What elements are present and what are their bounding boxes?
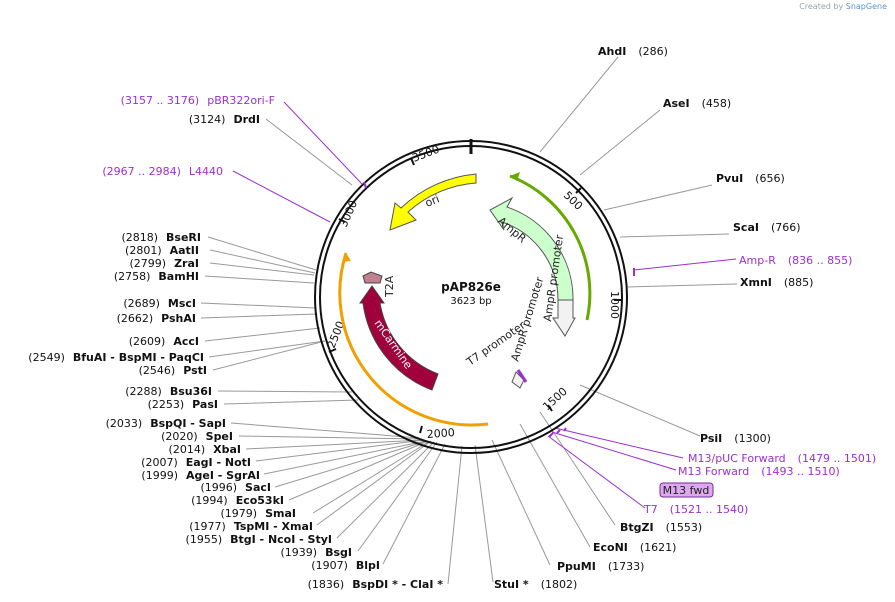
site-bsu36i[interactable]: (2288)Bsu36I	[125, 385, 212, 398]
tick-3500	[410, 157, 415, 166]
site-saci[interactable]: (1996)SacI	[200, 481, 271, 494]
ori-feature[interactable]	[389, 173, 477, 231]
right-site-labels: AhdI(286) AseI(458) PvuI(656) ScaI(766) …	[494, 45, 813, 591]
t2a-feature[interactable]	[362, 271, 383, 284]
tick-500	[575, 187, 582, 194]
t2a-label: T2A	[383, 275, 396, 298]
site-bspdi-clai[interactable]: (1836)BspDI * - ClaI *	[308, 578, 444, 591]
plasmid-name: pAP826e	[441, 280, 501, 294]
site-btgi-ncoi-styi[interactable]: (1955)BtgI - NcoI - StyI	[186, 533, 332, 546]
primer-leaders	[232, 101, 737, 509]
insert-orange-head	[342, 253, 351, 262]
primer-m13-puc-forward[interactable]: M13/pUC Forward(1479 .. 1501)	[688, 452, 876, 465]
plasmid-length: 3623 bp	[450, 296, 491, 307]
site-btgzi[interactable]: BtgZI(1553)	[620, 521, 702, 534]
site-eco53ki[interactable]: (1994)Eco53kI	[191, 494, 284, 507]
site-eagi-noti[interactable]: (2007)EagI - NotI	[141, 456, 251, 469]
site-stui[interactable]: StuI *(1802)	[494, 578, 577, 591]
primer-amp-r[interactable]: Amp-R(836 .. 855)	[739, 254, 852, 267]
site-agei-sgrai[interactable]: (1999)AgeI - SgrAI	[141, 469, 260, 482]
tick-2500	[328, 348, 337, 353]
site-ahdi[interactable]: AhdI(286)	[598, 45, 668, 58]
site-bseri[interactable]: (2818)BseRI	[121, 231, 201, 244]
t7-mark	[516, 369, 528, 383]
snapgene-watermark: Created by SnapGene	[799, 2, 887, 11]
m13-fwd-badge[interactable]: M13 fwd	[659, 482, 714, 498]
site-asei[interactable]: AseI(458)	[663, 97, 731, 110]
insert-orange-line	[338, 252, 489, 427]
ampr-promoter-arrow[interactable]	[552, 299, 576, 337]
site-scai[interactable]: ScaI(766)	[733, 221, 801, 234]
watermark-brand: SnapGene	[845, 2, 887, 11]
tick-label-500: 500	[561, 189, 585, 213]
tick-marks	[328, 157, 621, 434]
tick-label-2000: 2000	[426, 426, 455, 441]
site-bsgi[interactable]: (1939)BsgI	[281, 546, 352, 559]
site-psti[interactable]: (2546)PstI	[139, 364, 207, 377]
site-bamhi[interactable]: (2758)BamHI	[114, 270, 199, 283]
primer-t7[interactable]: T7(1521 .. 1540)	[643, 503, 748, 516]
site-pshai[interactable]: (2662)PshAI	[117, 312, 196, 325]
site-tspmi-xmai[interactable]: (1977)TspMI - XmaI	[189, 520, 313, 533]
site-blpi[interactable]: (1907)BlpI	[311, 559, 380, 572]
site-xmni[interactable]: XmnI(885)	[740, 276, 813, 289]
site-xbai[interactable]: (2014)XbaI	[169, 443, 241, 456]
primer-marks	[363, 181, 635, 438]
site-spei[interactable]: (2020)SpeI	[161, 430, 233, 443]
site-smai[interactable]: (1979)SmaI	[221, 507, 296, 520]
ori-label: ori	[423, 192, 441, 209]
site-aatii[interactable]: (2801)AatII	[125, 244, 199, 257]
site-ppumi[interactable]: PpuMI(1733)	[557, 560, 644, 573]
leader-ahdi	[539, 56, 619, 153]
tick-label-3500: 3500	[410, 143, 441, 165]
primer-m13-forward[interactable]: M13 Forward(1493 .. 1510)	[678, 465, 840, 478]
site-econi[interactable]: EcoNI(1621)	[593, 541, 676, 554]
site-drdi[interactable]: (3124)DrdI	[189, 113, 260, 126]
site-pvui[interactable]: PvuI(656)	[716, 172, 785, 185]
tick-1500	[547, 404, 553, 412]
mcarmine-feature[interactable]	[359, 285, 439, 391]
tick-label-1500: 1500	[540, 385, 570, 413]
m13-fwd-badge-label: M13 fwd	[663, 484, 710, 497]
site-bfuai-bspmi-paqci[interactable]: (2549)BfuAI - BspMI - PaqCI	[28, 351, 204, 364]
tick-3000	[338, 218, 346, 223]
site-bspqi-sapi[interactable]: (2033)BspQI - SapI	[106, 417, 226, 430]
primer-pbr322ori-f[interactable]: (3157 .. 3176)pBR322ori-F	[121, 94, 275, 107]
tick-label-3000: 3000	[337, 198, 360, 229]
site-psii[interactable]: PsiI(1300)	[700, 432, 771, 445]
left-site-labels: (1836)BspDI * - ClaI * (1907)BlpI (1939)…	[28, 113, 443, 591]
ampr-line	[509, 174, 592, 321]
ampr-line-head	[510, 172, 520, 181]
tick-label-1000: 1000	[608, 291, 621, 319]
watermark-prefix: Created by	[799, 2, 844, 11]
site-zrai[interactable]: (2799)ZraI	[130, 257, 200, 270]
leader-lines	[200, 56, 738, 585]
site-msci[interactable]: (2689)MscI	[123, 297, 196, 310]
site-pasi[interactable]: (2253)PasI	[148, 398, 218, 411]
site-acci[interactable]: (2609)AccI	[129, 335, 199, 348]
primer-l4440[interactable]: (2967 .. 2984)L4440	[102, 165, 223, 178]
primer-labels: (3157 .. 3176)pBR322ori-F (2967 .. 2984)…	[102, 94, 876, 516]
tick-2000	[419, 425, 423, 434]
